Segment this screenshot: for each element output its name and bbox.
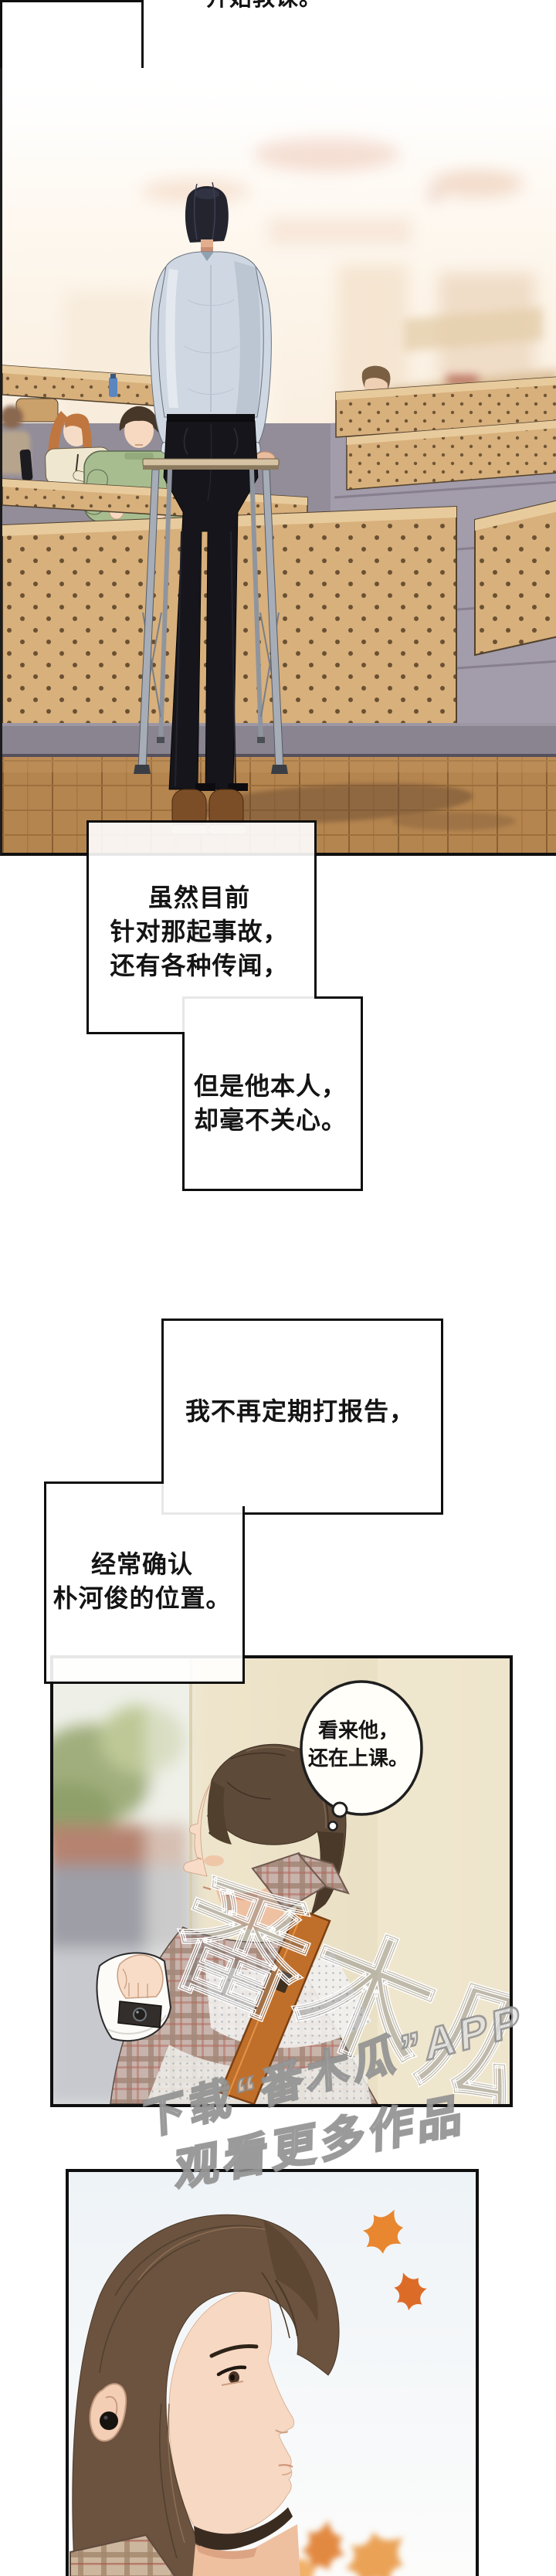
plaid-collar	[70, 2534, 176, 2576]
nostril	[275, 2429, 289, 2434]
watch-man-figure	[96, 1743, 378, 2104]
desk-front-right	[474, 500, 556, 657]
bubble-tail-dot	[327, 1821, 338, 1831]
panel-watch-check: 番木瓜	[50, 1655, 513, 2107]
lips	[278, 2464, 293, 2468]
narration-1-text: 虽然目前 针对那起事故， 还有各种传闻，	[110, 884, 289, 979]
teacher-hair	[185, 186, 229, 243]
eye-lash	[216, 2365, 247, 2377]
thought-bubble	[300, 1680, 423, 1831]
mouth	[202, 1886, 212, 1890]
narration-box-1	[86, 820, 317, 1034]
top-speech-text: 开始教课。	[195, 0, 334, 10]
bubble-tail-dot	[331, 1801, 348, 1818]
eyebrow	[209, 2344, 259, 2358]
lectern-table	[134, 458, 288, 774]
hair-mass	[72, 2214, 340, 2576]
narration-box-2-fill	[185, 999, 356, 1184]
teacher-belt	[167, 414, 255, 421]
top-white-fade	[2, 68, 556, 172]
watch-face	[133, 2008, 147, 2021]
black-phone-on-desk	[19, 449, 33, 481]
jaw-shadow	[194, 2507, 293, 2551]
narration-2-text: 但是他本人， 却毫不关心。	[193, 1072, 347, 1134]
panel-classroom	[0, 68, 556, 856]
table-top	[142, 458, 280, 467]
desk-row-back-right	[335, 376, 556, 438]
face-profile	[183, 1777, 214, 1877]
narration-box-3-fill	[164, 1321, 436, 1506]
thought-bubble-text: 看来他， 还在上课。	[307, 1719, 409, 1770]
desk-row-mid-right	[346, 419, 556, 490]
panel-profile-leaves	[66, 2169, 479, 2576]
watch-scene: 番木瓜	[53, 1658, 510, 2104]
classroom-scene	[2, 68, 556, 853]
orange-strap	[219, 1907, 331, 2104]
strap-buckle	[274, 1970, 293, 1994]
profile-scene	[69, 2172, 476, 2576]
floor-shadow	[195, 783, 516, 830]
narration-4-text: 经常确认 朴河俊的位置。	[53, 1550, 232, 1612]
earbud	[100, 2411, 118, 2430]
front-hair	[263, 2220, 318, 2322]
profile-man-figure	[70, 2214, 340, 2576]
wall-corner-line	[189, 1658, 192, 2104]
blue-bottle	[109, 374, 117, 397]
face-profile	[168, 2287, 295, 2537]
narration-box-4	[44, 1481, 245, 1684]
narration-3-text: 我不再定期打报告，	[185, 1397, 415, 1425]
